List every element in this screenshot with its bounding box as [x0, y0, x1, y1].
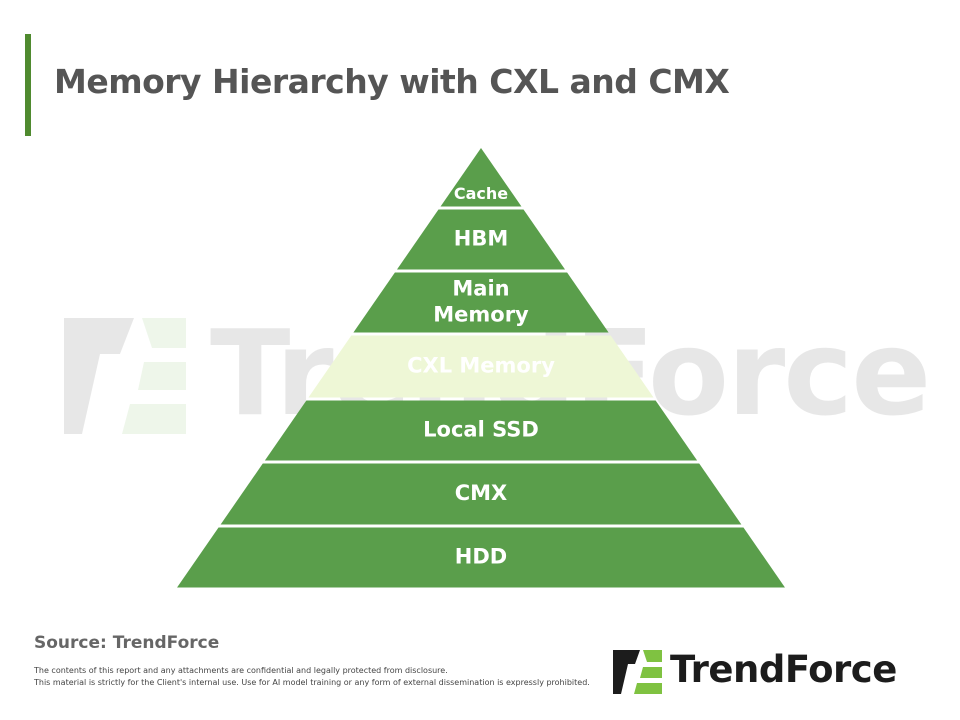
disclaimer-line-2: This material is strictly for the Client… — [34, 678, 590, 687]
pyramid-layer-label-5: CMX — [455, 481, 508, 505]
pyramid-layer-label-0: Cache — [454, 184, 508, 203]
pyramid-layer-label-6: HDD — [455, 545, 507, 569]
disclaimer-line-1: The contents of this report and any atta… — [34, 666, 448, 675]
pyramid-layer-1 — [396, 209, 566, 270]
pyramid-layer-label-4: Local SSD — [423, 418, 539, 442]
pyramid-layer-label-2-0: Main — [452, 276, 509, 300]
logo-wordmark: TrendForce — [670, 648, 897, 691]
pyramid-layer-label-3: CXL Memory — [407, 354, 555, 378]
pyramid-layer-2 — [353, 272, 609, 333]
pyramid-layer-4 — [264, 400, 698, 461]
source-note: Source: TrendForce — [34, 633, 220, 653]
pyramid-layer-label-2-1: Memory — [433, 303, 529, 327]
pyramid-layer-5 — [220, 463, 742, 525]
trendforce-logo-icon — [613, 650, 662, 694]
trendforce-logo: TrendForce — [612, 648, 932, 696]
pyramid-layer-label-1: HBM — [454, 227, 508, 251]
disclaimer: The contents of this report and any atta… — [34, 665, 594, 689]
title-accent-bar — [25, 34, 31, 136]
pyramid-layer-0 — [440, 148, 522, 207]
pyramid-layer-6 — [177, 527, 785, 588]
page-title: Memory Hierarchy with CXL and CMX — [54, 62, 730, 101]
pyramid-layer-3 — [308, 335, 654, 398]
